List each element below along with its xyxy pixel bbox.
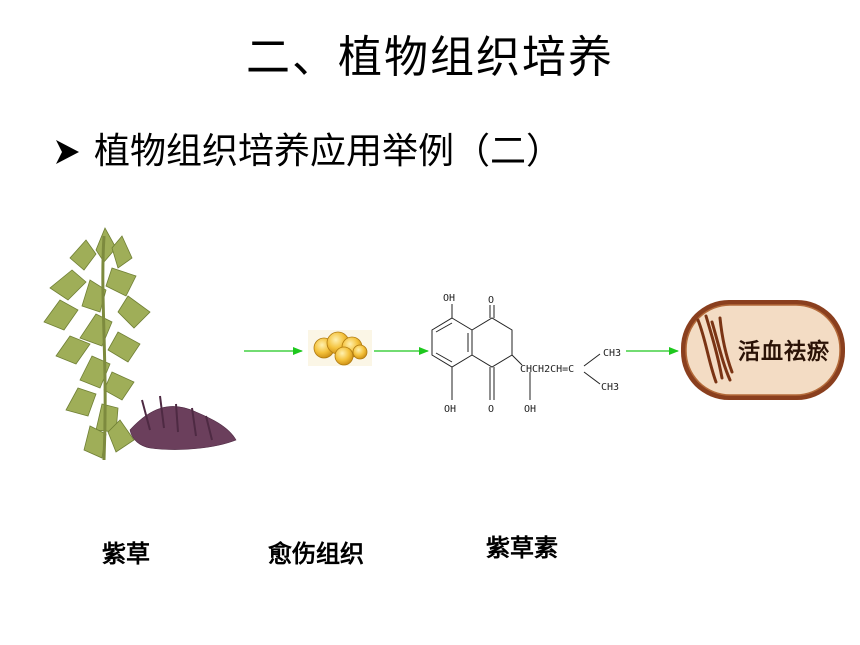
caption-plant: 紫草 — [102, 540, 150, 568]
shikonin-structure — [431, 304, 601, 400]
page-title: 二、植物组织培养 — [246, 32, 614, 83]
caption-compound: 紫草素 — [486, 534, 558, 562]
label-oh-side: OH — [524, 404, 536, 415]
label-o-top: O — [488, 295, 494, 306]
arrowhead-bullet-icon — [56, 140, 79, 164]
label-ch3-top: CH3 — [603, 348, 621, 359]
label-oh-bottom-left: OH — [444, 404, 456, 415]
label-o-bottom: O — [488, 404, 494, 415]
label-chain: CHCH2CH=C — [520, 364, 574, 375]
callus-image — [308, 330, 372, 366]
label-ch3-bottom: CH3 — [601, 382, 619, 393]
caption-callus: 愈伤组织 — [268, 540, 364, 568]
product-stamp-image — [681, 300, 845, 400]
plant-image — [43, 227, 237, 461]
bullet-item: 植物组织培养应用举例（二） — [52, 124, 562, 180]
product-stamp-text: 活血祛瘀 — [738, 339, 831, 365]
label-oh-top-left: OH — [443, 293, 455, 304]
bullet-text: 植物组织培养应用举例（二） — [94, 131, 563, 172]
